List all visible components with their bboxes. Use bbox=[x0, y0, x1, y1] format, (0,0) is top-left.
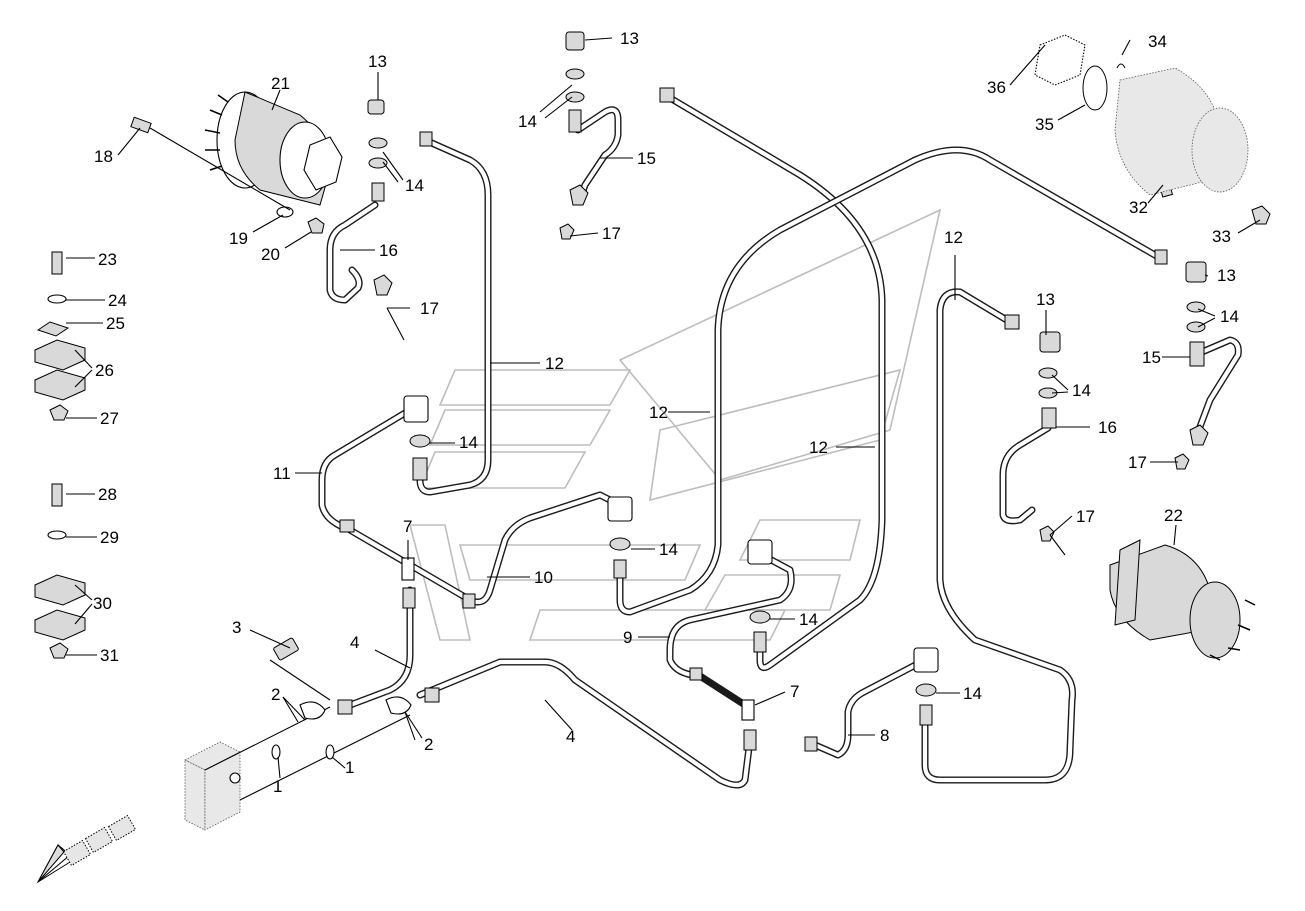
hose-4-left bbox=[341, 586, 414, 711]
pipe-10 bbox=[346, 491, 614, 606]
callout-24: 24 bbox=[108, 291, 127, 310]
callout-14-bottom: 14 bbox=[963, 684, 982, 703]
callout-14-right-a: 14 bbox=[1220, 307, 1239, 326]
callout-10: 10 bbox=[534, 568, 553, 587]
callout-14-center-a: 14 bbox=[459, 433, 478, 452]
callout-21: 21 bbox=[271, 74, 290, 93]
callout-11: 11 bbox=[273, 464, 291, 483]
callout-27: 27 bbox=[100, 409, 119, 428]
pipe-16-left bbox=[326, 201, 379, 304]
callout-16-left: 16 bbox=[379, 241, 398, 260]
pipe-12-arch bbox=[616, 146, 1164, 616]
callout-1-a: 1 bbox=[273, 777, 282, 796]
callout-17-right-a: 17 bbox=[1128, 453, 1147, 472]
callout-34: 34 bbox=[1148, 32, 1167, 51]
callout-1-b: 1 bbox=[345, 758, 354, 777]
callout-35: 35 bbox=[1035, 115, 1054, 134]
callout-14-center-c: 14 bbox=[799, 610, 818, 629]
callout-13-top: 13 bbox=[620, 29, 639, 48]
callout-14-top-a: 14 bbox=[518, 112, 537, 131]
callout-25: 25 bbox=[106, 314, 125, 333]
callout-30: 30 bbox=[93, 594, 112, 613]
callout-labels: 13 14 15 17 13 14 16 17 12 14 11 7 10 14… bbox=[93, 29, 1239, 796]
callout-2-a: 2 bbox=[271, 685, 280, 704]
callout-12-d: 12 bbox=[944, 228, 963, 247]
pipe-15-top bbox=[574, 106, 622, 204]
pipe-8 bbox=[696, 656, 929, 759]
motor-21 bbox=[204, 91, 343, 206]
callout-14-center-b: 14 bbox=[659, 540, 678, 559]
callout-4-a: 4 bbox=[350, 633, 359, 652]
callout-15-top: 15 bbox=[637, 149, 656, 168]
callout-26: 26 bbox=[95, 361, 114, 380]
callout-17-left: 17 bbox=[420, 299, 439, 318]
callout-14-left: 14 bbox=[405, 176, 424, 195]
callout-7-b: 7 bbox=[790, 682, 799, 701]
pipe-11 bbox=[318, 406, 414, 532]
callout-7-a: 7 bbox=[403, 517, 412, 536]
callout-14-right-b: 14 bbox=[1072, 381, 1091, 400]
callout-32: 32 bbox=[1129, 198, 1148, 217]
callout-23: 23 bbox=[98, 250, 117, 269]
callout-2-b: 2 bbox=[424, 735, 433, 754]
callout-18: 18 bbox=[94, 147, 113, 166]
pipe-12-left bbox=[416, 136, 492, 496]
callout-33: 33 bbox=[1212, 227, 1231, 246]
callout-22: 22 bbox=[1164, 506, 1183, 525]
pipe-16-right bbox=[999, 424, 1052, 525]
leader-lines bbox=[66, 37, 1261, 779]
pipe-9 bbox=[666, 551, 795, 679]
callout-31: 31 bbox=[100, 646, 119, 665]
valve-block bbox=[184, 741, 241, 831]
callout-13-right-b: 13 bbox=[1036, 290, 1055, 309]
callout-9: 9 bbox=[623, 628, 632, 647]
callout-12-b: 12 bbox=[649, 403, 668, 422]
hose-4-right bbox=[416, 658, 754, 789]
callout-17-right-b: 17 bbox=[1076, 507, 1095, 526]
callout-29: 29 bbox=[100, 528, 119, 547]
callout-4-b: 4 bbox=[566, 727, 575, 746]
callout-13-right-a: 13 bbox=[1217, 266, 1236, 285]
callout-13-left: 13 bbox=[368, 52, 387, 71]
callout-16-right: 16 bbox=[1098, 418, 1117, 437]
pipe-12-center bbox=[661, 91, 886, 672]
motor-22 bbox=[1109, 539, 1256, 661]
callout-15-right: 15 bbox=[1142, 348, 1161, 367]
callout-17-top: 17 bbox=[602, 224, 621, 243]
pipe-12-right bbox=[921, 288, 1076, 784]
forward-direction-arrow-icon bbox=[36, 814, 137, 884]
pipe-15-right bbox=[1191, 336, 1242, 436]
callout-28: 28 bbox=[98, 485, 117, 504]
callout-3: 3 bbox=[232, 618, 241, 637]
callout-12-a: 12 bbox=[545, 354, 564, 373]
motor-right-top bbox=[1034, 34, 1249, 196]
callout-19: 19 bbox=[229, 229, 248, 248]
callout-36: 36 bbox=[987, 78, 1006, 97]
callout-20: 20 bbox=[261, 245, 280, 264]
callout-8: 8 bbox=[880, 726, 889, 745]
callout-12-c: 12 bbox=[809, 438, 828, 457]
